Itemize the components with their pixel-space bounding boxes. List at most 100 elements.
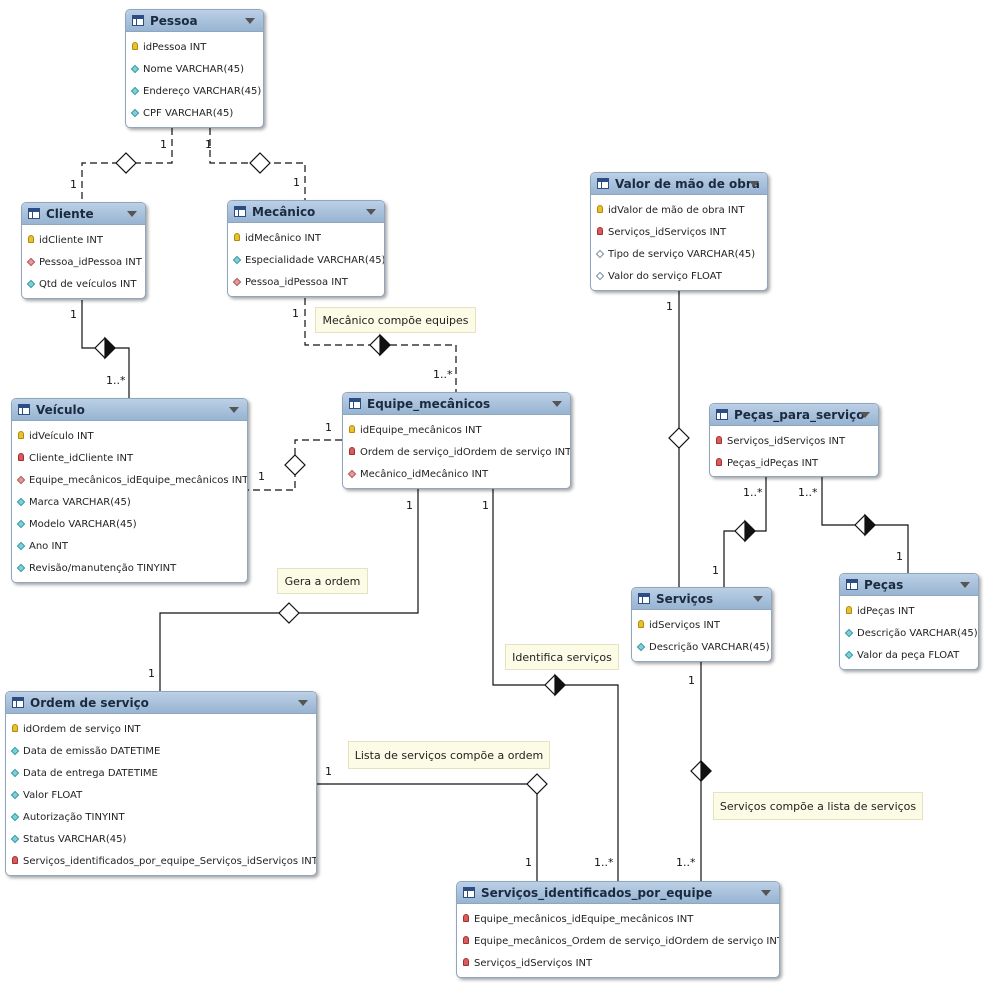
column-label: Status VARCHAR(45) xyxy=(23,833,127,845)
column-row[interactable]: idServiços INT xyxy=(636,614,767,636)
table-valor-de-mao-de-obra[interactable]: Valor de mão de obra idValor de mão de o… xyxy=(590,172,768,291)
collapse-arrow-icon[interactable] xyxy=(245,18,255,24)
column-row[interactable]: Equipe_mecânicos_Ordem de serviço_idOrde… xyxy=(461,930,779,952)
column-row[interactable]: idEquipe_mecânicos INT xyxy=(347,419,566,441)
column-row[interactable]: idCliente INT xyxy=(26,229,141,251)
collapse-arrow-icon[interactable] xyxy=(552,401,562,407)
cardinality-label: 1 xyxy=(325,421,332,434)
foreign-key-icon xyxy=(714,458,724,469)
table-icon xyxy=(132,15,144,26)
column-row[interactable]: idOrdem de serviço INT xyxy=(10,718,312,740)
table-columns: idVeículo INT Cliente_idCliente INT Equipe… xyxy=(12,421,247,582)
collapse-arrow-icon[interactable] xyxy=(749,181,759,187)
column-label: Valor FLOAT xyxy=(23,789,83,801)
primary-key-icon xyxy=(844,606,854,617)
note-lista-compoe-ordem[interactable]: Lista de serviços compõe a ordem xyxy=(348,741,550,769)
column-row[interactable]: idPeças INT xyxy=(844,600,974,622)
column-row[interactable]: idVeículo INT xyxy=(16,425,243,447)
collapse-arrow-icon[interactable] xyxy=(229,407,239,413)
column-row[interactable]: Descrição VARCHAR(45) xyxy=(844,622,978,644)
column-label: Cliente_idCliente INT xyxy=(29,452,134,464)
column-row[interactable]: Nome VARCHAR(45) xyxy=(130,58,259,80)
cardinality-label: 1..* xyxy=(743,486,763,499)
foreign-key-icon xyxy=(461,914,471,925)
collapse-arrow-icon[interactable] xyxy=(366,209,376,215)
table-servicos-identificados-por-equipe[interactable]: Serviços_identificados_por_equipe Equipe… xyxy=(456,881,780,978)
column-row[interactable]: CPF VARCHAR(45) xyxy=(130,102,259,124)
column-row[interactable]: Endereço VARCHAR(45) xyxy=(130,80,261,102)
collapse-arrow-icon[interactable] xyxy=(960,582,970,588)
column-row[interactable]: idPessoa INT xyxy=(130,36,259,58)
rel-diamond xyxy=(668,427,690,449)
column-row[interactable]: Revisão/manutenção TINYINT xyxy=(16,557,243,579)
column-row[interactable]: Serviços_identificados_por_equipe_Serviç… xyxy=(10,850,316,872)
column-row[interactable]: Modelo VARCHAR(45) xyxy=(16,513,243,535)
column-row[interactable]: Pessoa_idPessoa INT xyxy=(232,271,380,293)
column-row[interactable]: Tipo de serviço VARCHAR(45) xyxy=(595,243,763,265)
column-row[interactable]: Equipe_mecânicos_idEquipe_mecânicos INT xyxy=(461,908,775,930)
collapse-arrow-icon[interactable] xyxy=(298,700,308,706)
column-row[interactable]: Valor da peça FLOAT xyxy=(844,644,974,666)
column-label: Tipo de serviço VARCHAR(45) xyxy=(608,248,756,260)
note-mecanico-compoe-equipes[interactable]: Mecânico compõe equipes xyxy=(315,307,476,333)
column-row[interactable]: idMecânico INT xyxy=(232,227,380,249)
cardinality-label: 1 xyxy=(70,178,77,191)
column-label: idOrdem de serviço INT xyxy=(23,723,141,735)
column-row[interactable]: Valor FLOAT xyxy=(10,784,312,806)
collapse-arrow-icon[interactable] xyxy=(761,890,771,896)
column-row[interactable]: Data de entrega DATETIME xyxy=(10,762,312,784)
column-row[interactable]: Serviços_idServiços INT xyxy=(461,952,775,974)
primary-key-icon xyxy=(232,233,242,244)
column-row[interactable]: Data de emissão DATETIME xyxy=(10,740,312,762)
cardinality-label: 1..* xyxy=(676,856,696,869)
column-attribute-icon xyxy=(16,541,26,552)
column-row[interactable]: Serviços_idServiços INT xyxy=(714,430,874,452)
table-pecas-para-servico[interactable]: Peças_para_serviço Serviços_idServiços I… xyxy=(709,403,879,477)
rel-diamond-filled xyxy=(744,519,756,543)
column-row[interactable]: Marca VARCHAR(45) xyxy=(16,491,243,513)
column-row[interactable]: Mecânico_idMecânico INT xyxy=(347,463,566,485)
primary-key-icon xyxy=(130,42,140,53)
column-row[interactable]: Especialidade VARCHAR(45) xyxy=(232,249,384,271)
primary-key-icon xyxy=(10,724,20,735)
cardinality-label: 1..* xyxy=(798,486,818,499)
rel-diamond-filled xyxy=(379,333,391,357)
column-row[interactable]: Autorização TINYINT xyxy=(10,806,312,828)
column-row[interactable]: Qtd de veículos INT xyxy=(26,273,141,295)
column-label: Qtd de veículos INT xyxy=(39,278,137,290)
column-row[interactable]: Equipe_mecânicos_idEquipe_mecânicos INT xyxy=(16,469,247,491)
column-row[interactable]: Pessoa_idPessoa INT xyxy=(26,251,142,273)
column-row[interactable]: Descrição VARCHAR(45) xyxy=(636,636,770,658)
column-row[interactable]: Peças_idPeças INT xyxy=(714,452,874,474)
column-label: Revisão/manutenção TINYINT xyxy=(29,562,177,574)
column-attribute-icon xyxy=(844,628,854,639)
note-identifica-servicos[interactable]: Identifica serviços xyxy=(505,644,619,670)
foreign-key-index-icon xyxy=(232,277,242,288)
column-row[interactable]: idValor de mão de obra INT xyxy=(595,199,763,221)
column-row[interactable]: Ordem de serviço_idOrdem de serviço INT xyxy=(347,441,570,463)
note-servicos-compoe-lista[interactable]: Serviços compõe a lista de serviços xyxy=(713,792,923,820)
primary-key-icon xyxy=(595,205,605,216)
column-row[interactable]: Ano INT xyxy=(16,535,243,557)
collapse-arrow-icon[interactable] xyxy=(860,412,870,418)
column-row[interactable]: Status VARCHAR(45) xyxy=(10,828,312,850)
column-row[interactable]: Serviços_idServiços INT xyxy=(595,221,763,243)
column-row[interactable]: Cliente_idCliente INT xyxy=(16,447,243,469)
column-row[interactable]: Valor do serviço FLOAT xyxy=(595,265,763,287)
collapse-arrow-icon[interactable] xyxy=(753,596,763,602)
table-icon xyxy=(18,404,30,415)
note-gera-a-ordem[interactable]: Gera a ordem xyxy=(277,568,368,594)
collapse-arrow-icon[interactable] xyxy=(127,211,137,217)
